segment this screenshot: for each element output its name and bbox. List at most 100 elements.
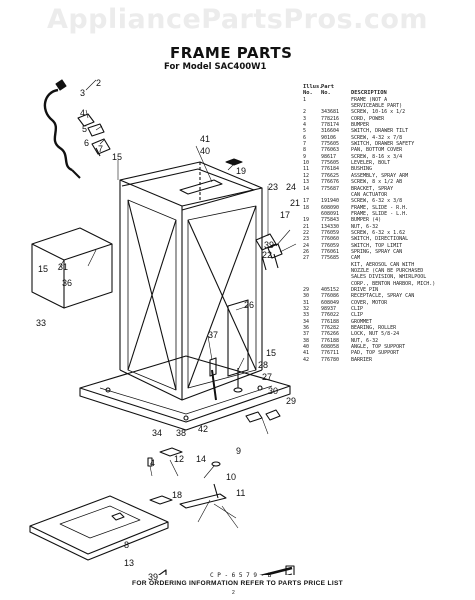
cell-desc: SCREW, 6-32 x 1.62: [351, 229, 406, 236]
callout-number: 22: [262, 250, 273, 260]
callout-number: 41: [200, 134, 211, 144]
cell-part: 98937: [321, 306, 337, 313]
cell-part: 775605: [321, 160, 340, 167]
callout-number: 15: [266, 348, 277, 358]
callout-number: 7: [98, 144, 104, 154]
cell-illus: 24: [303, 242, 310, 249]
cell-desc: BARRIER: [351, 356, 373, 363]
callout-number: 28: [258, 360, 269, 370]
callout-number: 15: [112, 152, 123, 162]
cell-illus: 1: [303, 96, 307, 103]
callout-number: 12: [174, 454, 185, 464]
callout-number: 4: [150, 458, 156, 468]
callout-number: 17: [280, 210, 291, 220]
cell-desc: SCREW, 4-32 x 7/8: [351, 134, 403, 141]
callout-number: 36: [62, 278, 73, 288]
callout-number: 13: [124, 558, 135, 568]
cell-desc: NUT, 6-32: [351, 223, 379, 230]
cell-part: 776061: [321, 248, 340, 255]
cell-part: 776780: [321, 356, 340, 363]
callout-number: 3: [80, 88, 86, 98]
cell-illus: 5: [303, 128, 307, 135]
cell-desc: SPRING, SPRAY CAN: [351, 248, 403, 255]
cell-illus: 10: [303, 160, 310, 167]
callout-number: 33: [36, 318, 47, 328]
cell-illus: 23: [303, 236, 310, 243]
cell-part: 405152: [321, 287, 340, 293]
cell-illus: 33: [303, 312, 310, 319]
cell-illus: 11: [303, 166, 310, 173]
slide-frame: [158, 565, 295, 575]
callout-number: 23: [268, 182, 279, 192]
cell-illus: 36: [303, 325, 310, 332]
cell-desc: BUMPER (4): [351, 217, 382, 224]
cell-desc: COVER, MOTOR: [351, 299, 388, 306]
callout-number: 27: [262, 372, 273, 382]
cell-illus: 18: [303, 204, 310, 211]
cell-illus: 7: [303, 141, 307, 148]
header-part: Part: [321, 84, 334, 90]
cell-part: 776184: [321, 166, 340, 173]
table-row: 29 405152 DRIVE PIN: [303, 287, 473, 293]
cell-part: 316604: [321, 128, 340, 135]
cell-desc: BUSHING: [351, 166, 373, 173]
bottom-cover-pan: [29, 495, 169, 561]
cell-desc: SWITCH, DIRECTIONAL: [351, 236, 409, 243]
header-no2: No.: [321, 90, 331, 97]
cell-desc: PAN, BOTTOM COVER: [351, 147, 403, 154]
cell-part: 776059: [321, 229, 340, 236]
cell-illus: 12: [303, 172, 310, 179]
cell-desc: LOCK, NUT 5/8-24: [351, 331, 400, 338]
cell-desc: BRACKET, SPRAY: [351, 185, 394, 192]
table-row: CAN ACTUATOR: [303, 192, 473, 198]
cell-illus: 13: [303, 179, 310, 186]
cell-illus: 37: [303, 331, 310, 338]
cell-illus: 29: [303, 287, 310, 293]
grommet-parts: [147, 447, 221, 467]
cell-part: 775687: [321, 185, 340, 192]
cell-desc: BEARING, ROLLER: [351, 325, 397, 332]
cell-desc: KIT, AEROSOL CAN WITH: [351, 261, 415, 268]
cell-part: 778174: [321, 122, 340, 129]
watermark: AppliancePartsPros.com: [46, 4, 429, 35]
cell-desc: CORD, POWER: [351, 115, 385, 122]
cell-desc: DRIVE PIN: [351, 287, 379, 293]
drawer-safety-switch: [91, 138, 111, 157]
cell-illus: 2: [303, 109, 307, 116]
cell-part: 776063: [321, 147, 340, 154]
cell-part: 776282: [321, 325, 340, 332]
cell-illus: 19: [303, 217, 310, 224]
power-cord: [43, 79, 81, 179]
table-row: 5 316604 SWITCH, DRAWER TILT: [303, 128, 473, 134]
cell-illus: 22: [303, 229, 310, 236]
cell-illus: 17: [303, 198, 310, 205]
spray-arm-assembly: [149, 483, 227, 509]
cell-desc: SCREW, 8-16 x 3/4: [351, 153, 403, 160]
motor-cover: [31, 227, 113, 309]
switch-assembly-right: [255, 233, 283, 271]
cell-illus: 41: [303, 350, 310, 357]
cell-desc: SWITCH, DRAWER TILT: [351, 128, 409, 135]
table-row: SALES DIVISION, WHIRLPOOL: [303, 274, 473, 280]
table-row: 36 776282 BEARING, ROLLER: [303, 325, 473, 331]
cell-desc: CAM: [351, 255, 361, 262]
callout-number: 37: [208, 330, 219, 340]
cell-desc: BUMPER: [351, 122, 370, 129]
cell-part: 608090: [321, 204, 340, 211]
cell-illus: 40: [303, 344, 310, 351]
cell-desc: FRAME (NOT A: [351, 96, 388, 103]
frame-exploded-diagram: [29, 79, 297, 575]
cell-illus: 6: [303, 134, 307, 141]
